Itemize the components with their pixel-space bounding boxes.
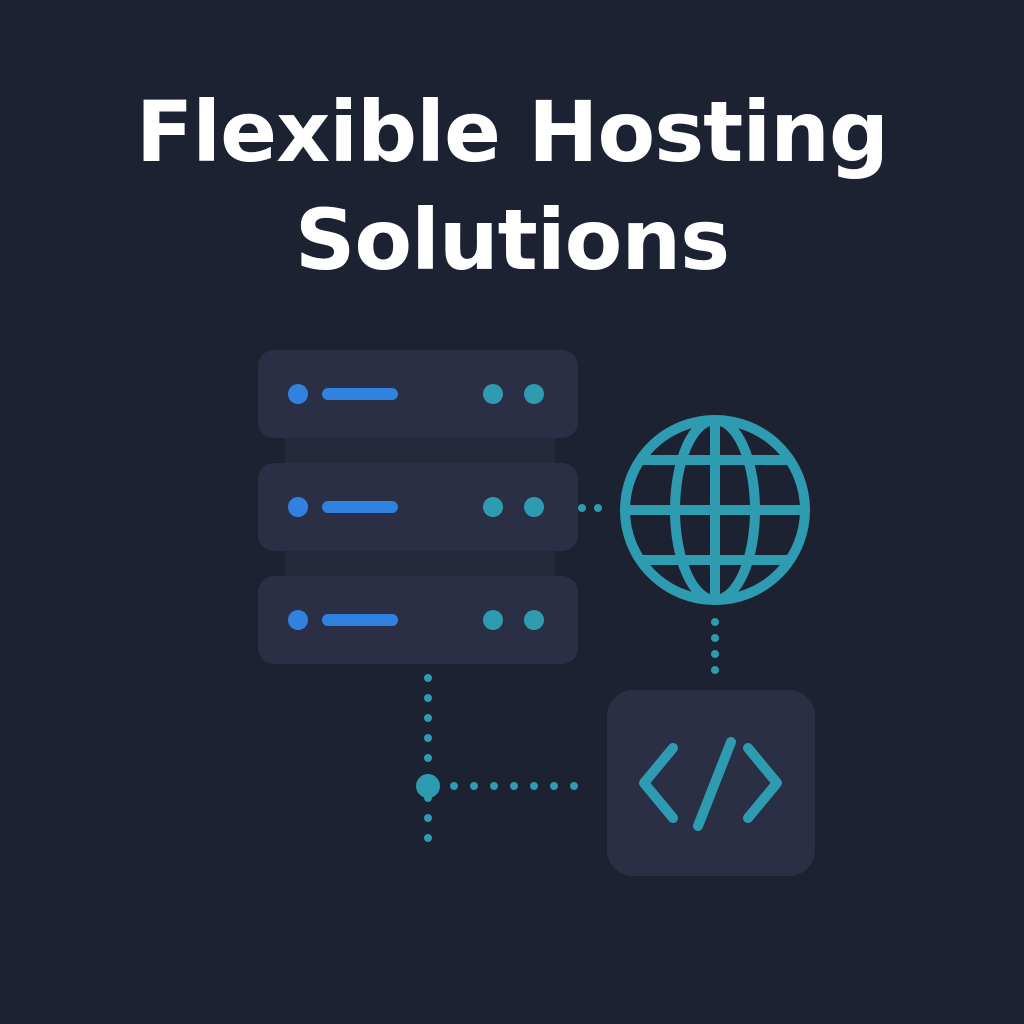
server-indicator-light (483, 610, 503, 630)
server-indicator-light (483, 497, 503, 517)
server-unit-body (258, 576, 578, 664)
server-unit-body (258, 463, 578, 551)
server-unit-body (258, 350, 578, 438)
server-indicator-light (524, 497, 544, 517)
code-bracket-left (639, 743, 678, 823)
code-icon (607, 690, 815, 876)
server-status-led (288, 497, 308, 517)
server-indicator-light (524, 384, 544, 404)
server-icon (258, 463, 578, 551)
page-title: Flexible Hosting Solutions (0, 78, 1024, 294)
code-bracket-right (743, 743, 782, 823)
server-icon (258, 350, 578, 438)
title-line-2: Solutions (294, 191, 730, 289)
connector-junction-node (416, 774, 440, 798)
code-slash (693, 737, 736, 831)
globe-icon (620, 415, 810, 605)
server-icon (258, 576, 578, 664)
server-indicator-light (524, 610, 544, 630)
server-indicator-light (483, 384, 503, 404)
title-line-1: Flexible Hosting (135, 83, 889, 181)
server-status-led (288, 384, 308, 404)
server-status-led (288, 610, 308, 630)
